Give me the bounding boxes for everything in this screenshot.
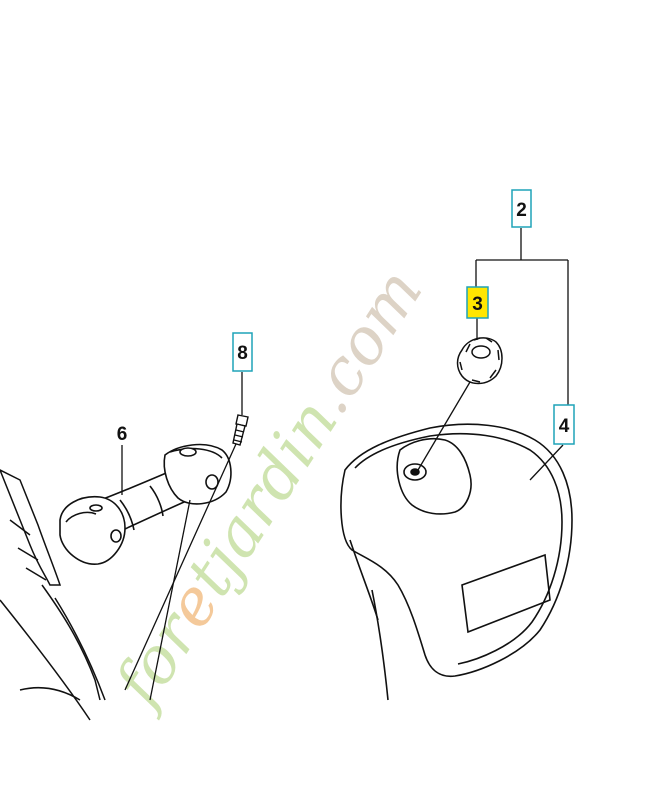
- label-box-2: [511, 189, 532, 228]
- knob: [456, 337, 503, 385]
- label-box-4: [553, 404, 575, 445]
- part-labels: 2 3 4 6 8: [117, 189, 575, 445]
- leader-lines: [121, 228, 569, 701]
- label-8: 8: [237, 343, 248, 364]
- handle-bracket: [59, 443, 232, 565]
- label-box-8: [232, 332, 253, 372]
- label-3: 3: [472, 294, 483, 315]
- screw: [232, 414, 249, 446]
- label-2: 2: [516, 200, 527, 221]
- watermark-part-d: .com: [291, 257, 438, 428]
- handle-frame: [0, 469, 106, 721]
- label-4: 4: [559, 416, 570, 437]
- cover: [340, 423, 573, 701]
- label-6: 6: [117, 424, 128, 445]
- label-box-3: [466, 286, 489, 319]
